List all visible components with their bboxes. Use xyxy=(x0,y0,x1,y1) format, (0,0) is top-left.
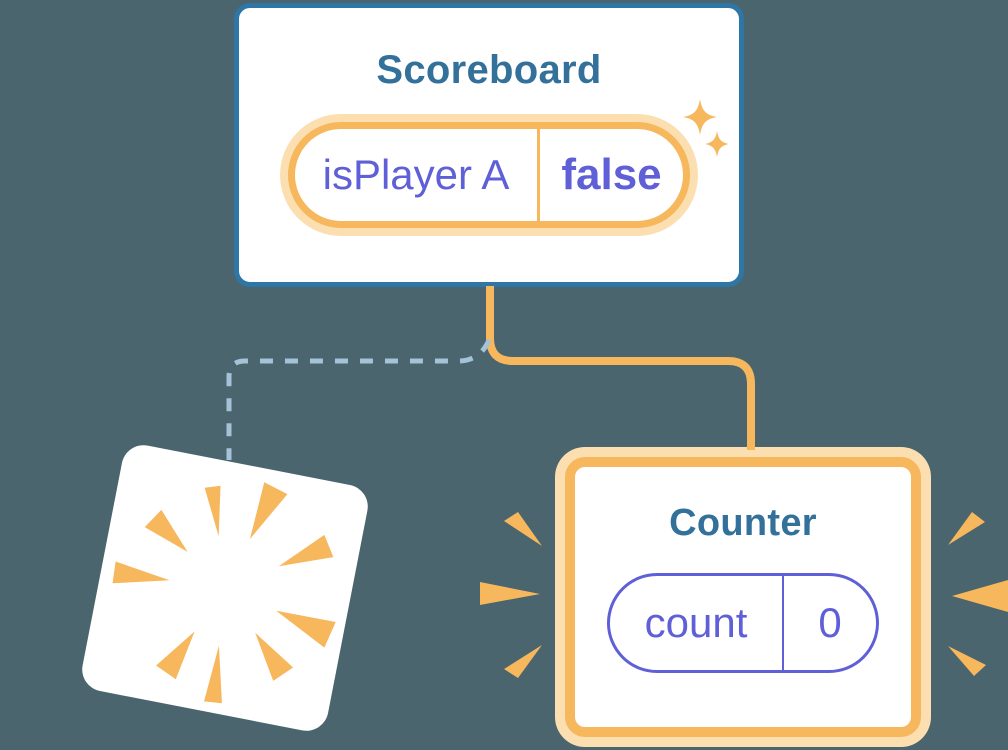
state-variable-name: count xyxy=(644,599,748,646)
state-variable-name: isPlayer A xyxy=(322,151,510,198)
scoreboard-component-card: Scoreboard isPlayer A false xyxy=(234,3,744,287)
pill-divider xyxy=(782,576,784,670)
kept-subtree-connector xyxy=(486,286,755,450)
poof-burst-icon xyxy=(112,482,336,704)
removed-subtree-connector xyxy=(226,338,492,460)
scoreboard-state-pill: isPlayer A false xyxy=(280,114,698,236)
emphasis-wedges-left-icon xyxy=(480,512,542,678)
destroyed-component-card xyxy=(78,441,372,735)
emphasis-wedges-right-icon xyxy=(948,512,1008,676)
state-variable-value: 0 xyxy=(818,599,842,646)
scoreboard-title: Scoreboard xyxy=(376,48,602,92)
counter-component-card: Counter count 0 xyxy=(555,447,931,747)
counter-title: Counter xyxy=(669,502,817,544)
counter-state-pill: count 0 xyxy=(607,573,879,673)
state-variable-value: false xyxy=(561,150,662,199)
pill-divider xyxy=(537,129,540,221)
